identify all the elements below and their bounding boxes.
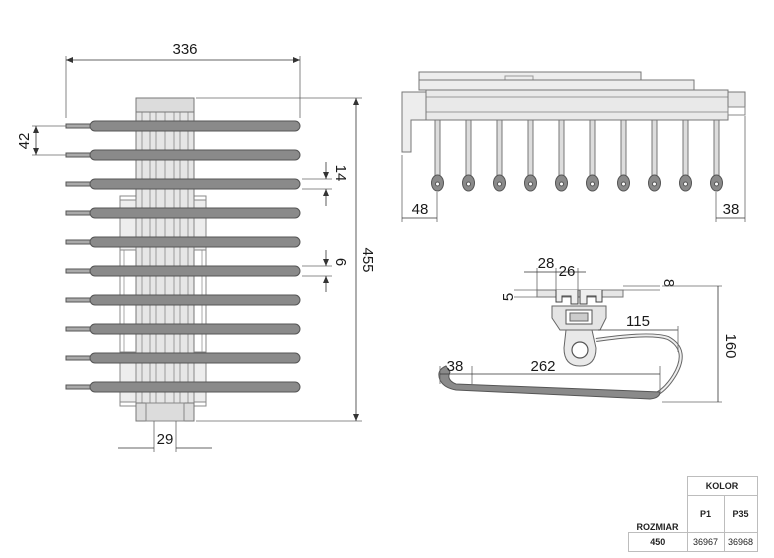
rod: [89, 265, 301, 277]
size-value: 450: [628, 531, 688, 552]
color-header: KOLOR: [686, 476, 758, 496]
rod: [65, 239, 93, 245]
dim-arm-reach: 115: [626, 313, 650, 330]
rod: [65, 210, 93, 216]
hanger: [648, 119, 661, 192]
dim-slot-a: 28: [538, 255, 555, 272]
color-col-p35: P35: [723, 495, 758, 533]
rod: [65, 152, 93, 158]
code-p35: 36968: [723, 531, 758, 552]
profile-view: 28 26 5 8 115 160 38 262: [438, 255, 739, 403]
front-view: 336 42 455 14 6 29: [16, 41, 376, 452]
rod: [89, 178, 301, 190]
dim-side-left-offset: 48: [412, 201, 429, 218]
hanger: [462, 119, 475, 192]
rod: [65, 355, 93, 361]
dim-rod-gap: 6: [332, 258, 349, 266]
dim-rod-pitch: 42: [16, 133, 33, 150]
dim-base-width: 29: [157, 431, 174, 448]
dim-plate-thickness: 5: [500, 293, 517, 301]
rod: [89, 149, 301, 161]
rod: [89, 236, 301, 248]
rod: [89, 294, 301, 306]
dim-slot-b: 26: [559, 263, 576, 280]
hanger: [617, 119, 630, 192]
hanger: [710, 119, 723, 192]
rod: [65, 384, 93, 390]
dim-total-height: 160: [722, 333, 739, 358]
hanger: [555, 119, 568, 192]
rod: [65, 326, 93, 332]
dim-side-right-offset: 38: [723, 201, 740, 218]
rod: [89, 207, 301, 219]
hanger: [431, 119, 444, 192]
hanger: [524, 119, 537, 192]
product-code-table: KOLOR ROZMIAR P1 P35 450 36967 36968: [628, 476, 758, 552]
hanger: [493, 119, 506, 192]
rod: [89, 120, 301, 132]
rods: [65, 120, 301, 393]
dim-rod-length: 262: [530, 358, 555, 375]
hangers: [431, 119, 723, 192]
dim-rod-diameter: 14: [332, 165, 349, 182]
hanger: [586, 119, 599, 192]
rod: [65, 123, 93, 129]
rod: [65, 297, 93, 303]
code-p1: 36967: [686, 531, 725, 552]
rod: [89, 352, 301, 364]
dim-rod-end: 38: [447, 358, 464, 375]
hanger: [679, 119, 692, 192]
color-col-p1: P1: [686, 495, 725, 533]
size-header: ROZMIAR: [636, 521, 679, 532]
dim-width: 336: [172, 41, 197, 58]
dim-top-gap: 8: [660, 279, 677, 287]
rod: [89, 323, 301, 335]
rod: [89, 381, 301, 393]
rod: [65, 181, 93, 187]
side-view: 48 38: [401, 71, 746, 222]
dim-height: 455: [359, 247, 376, 272]
rod: [65, 268, 93, 274]
